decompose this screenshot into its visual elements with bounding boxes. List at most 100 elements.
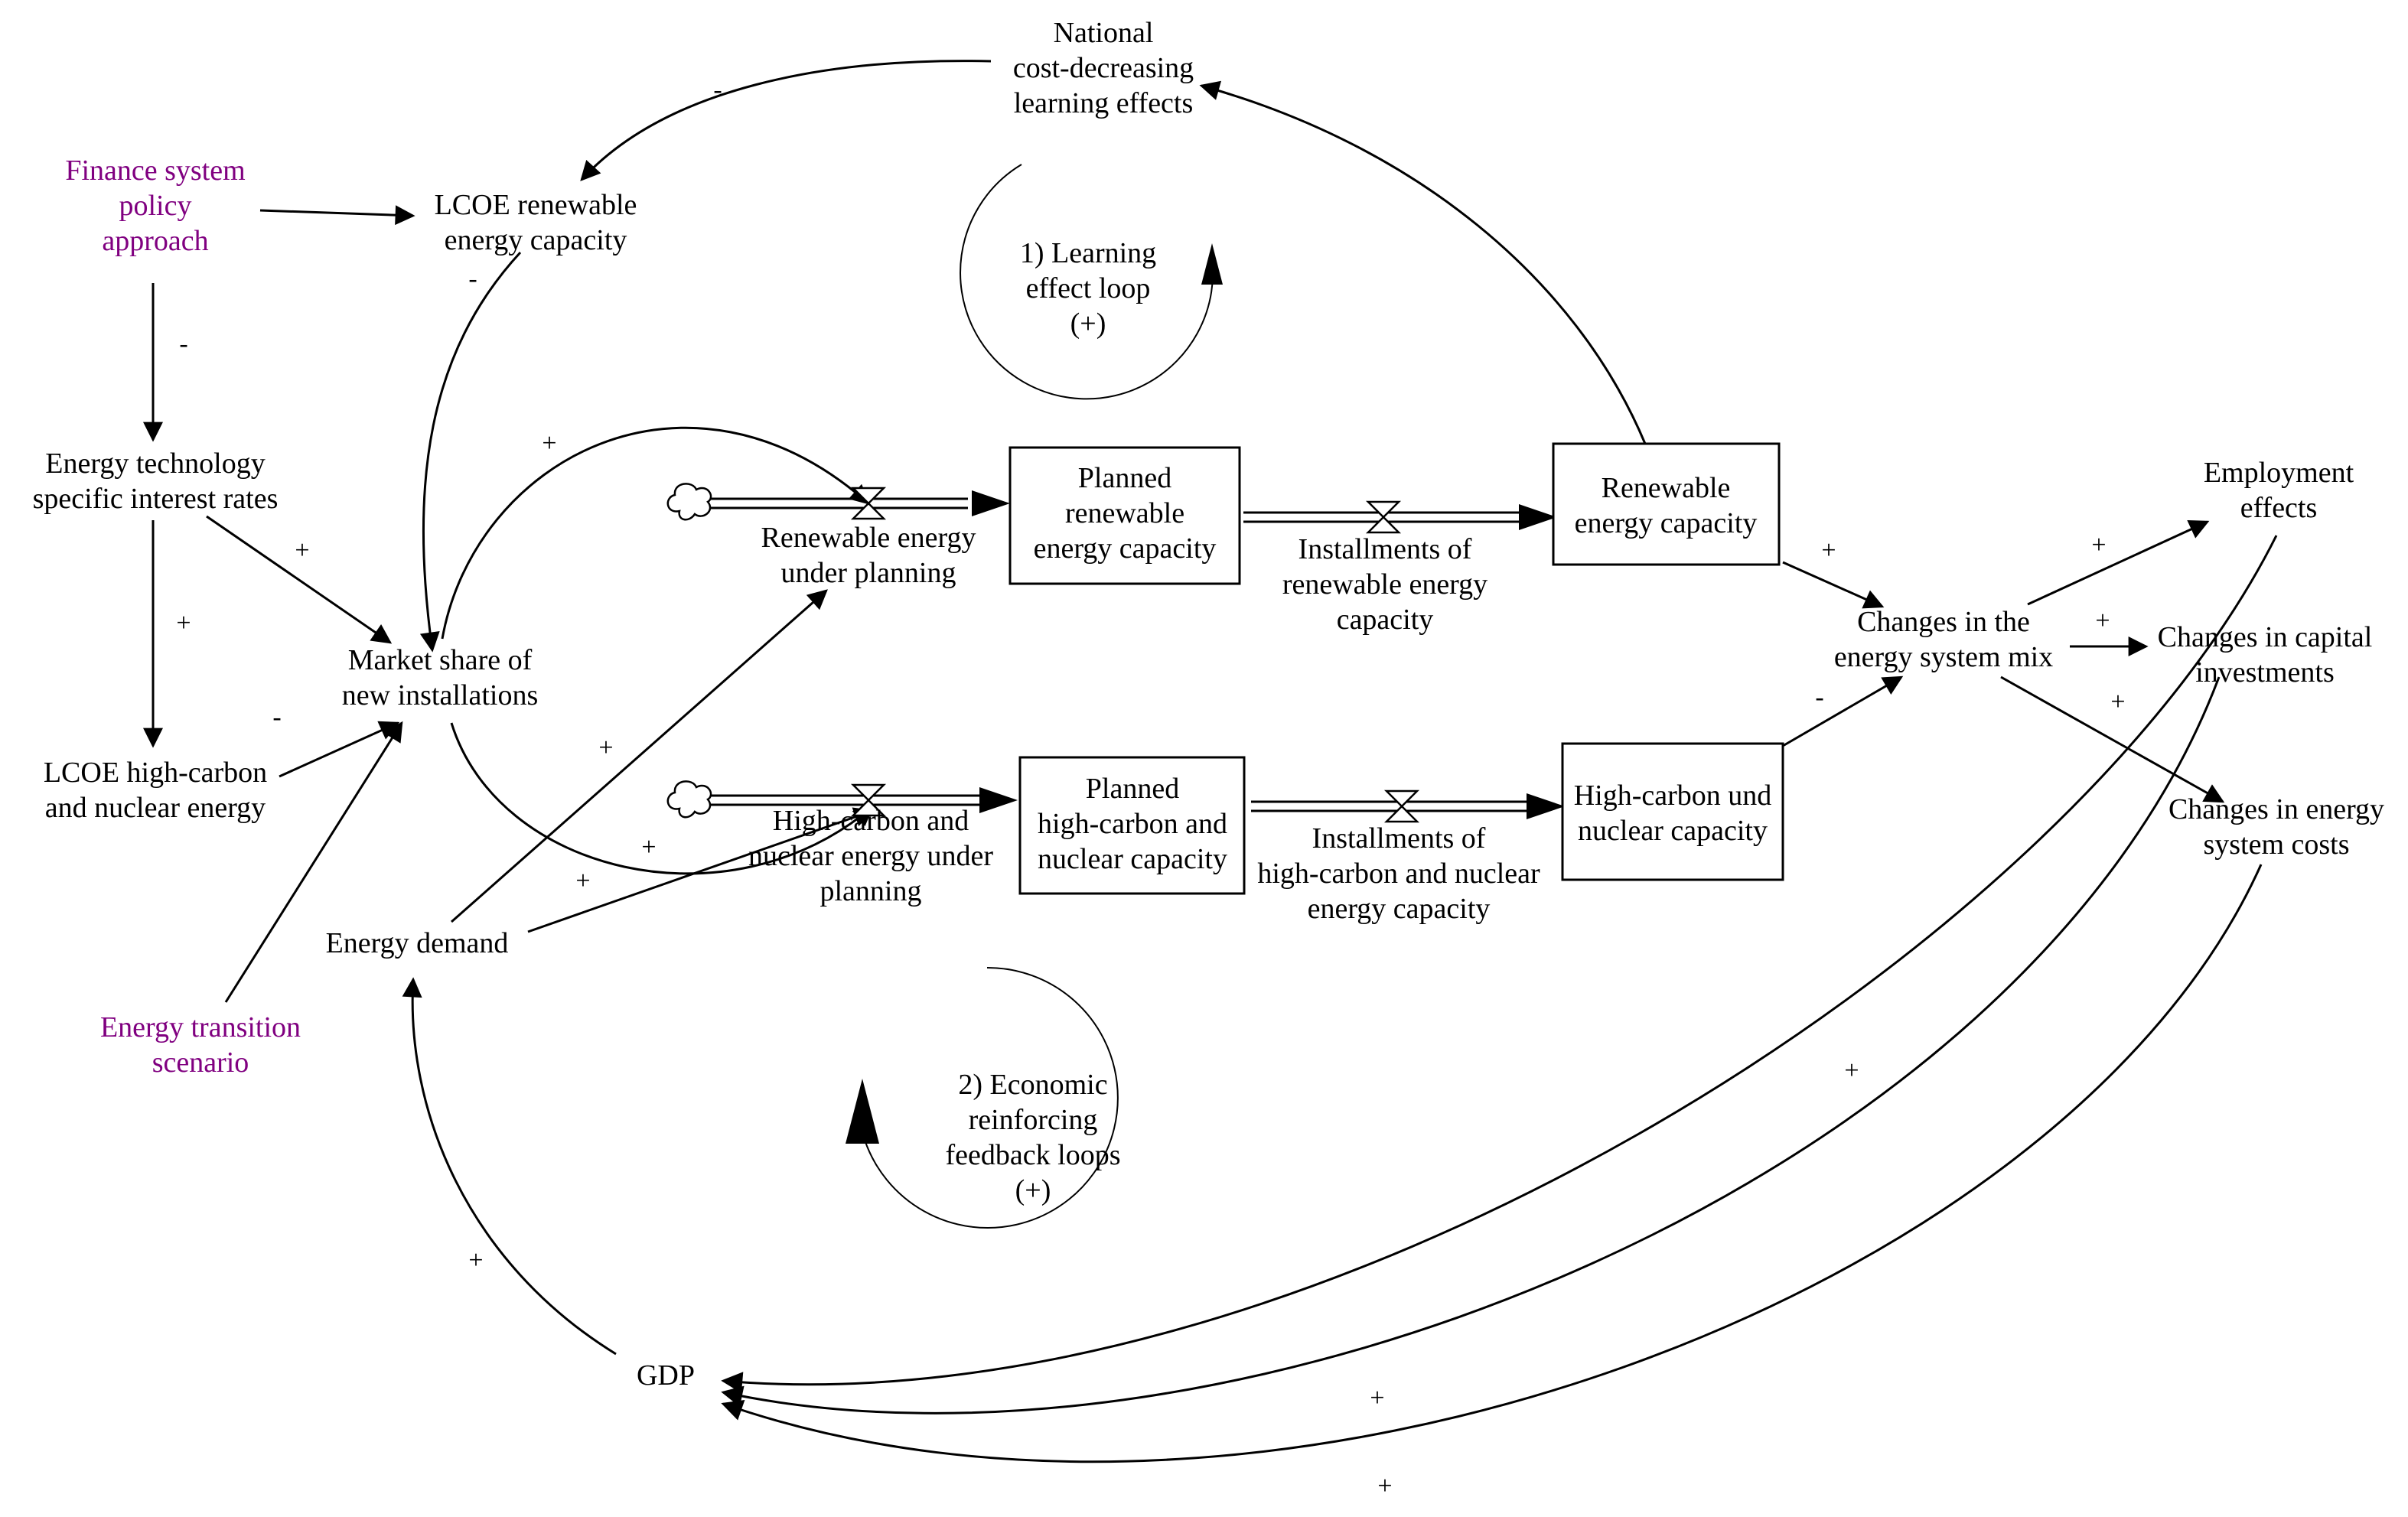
market-share-label-line: new installations <box>342 679 538 711</box>
installments-highcarbon-label-line: high-carbon and nuclear <box>1257 858 1540 890</box>
link-lcoe-renewable-to-market-share <box>419 251 522 653</box>
link-highcarbon-capacity-to-mix <box>1782 675 1904 747</box>
link-renewable-capacity-to-mix <box>1782 561 1885 609</box>
planned-renewable-text-line: Planned <box>1078 462 1171 494</box>
link-costs-to-gdp <box>721 864 2263 1463</box>
system-costs-label-line: Changes in energy <box>2169 793 2384 825</box>
finance-policy-label-line: policy <box>119 190 192 222</box>
lcoe-highcarbon-label-line: LCOE high-carbon <box>44 757 267 789</box>
capital-investments-label-line: Changes in capital <box>2158 621 2373 653</box>
polarity-sign-interest-to-lcoe-hc: + <box>176 609 191 637</box>
highcarbon-under-planning-label-line: nuclear energy under <box>748 840 993 872</box>
renewable-under-planning-label-line: Renewable energy <box>761 522 976 554</box>
national-learning-label-line: cost-decreasing <box>1013 52 1194 84</box>
renewable-install-pipe <box>1243 504 1557 530</box>
national-learning-label-line: learning effects <box>1014 87 1194 119</box>
polarity-sign-gdp-to-demand: + <box>468 1246 483 1274</box>
installments-renewable-label-line: Installments of <box>1298 533 1472 565</box>
polarity-sign-mix-to-capital: + <box>2095 607 2110 635</box>
transition-scenario-label-line: Energy transition <box>100 1011 301 1043</box>
renewable-flow-pipe <box>710 490 1010 516</box>
energy-demand-label: Energy demand <box>326 927 509 959</box>
finance-policy-label-line: Finance system <box>65 155 245 187</box>
learning-loop-label-line: 1) Learning <box>1020 237 1156 269</box>
renewable-capacity-text-line: Renewable <box>1602 472 1731 504</box>
economic-loop-label-line: (+) <box>1015 1174 1051 1206</box>
polarity-sign-mix-to-costs: + <box>2110 688 2125 716</box>
highcarbon-capacity-box[interactable] <box>1561 742 1784 881</box>
renewable-install-valve-icon <box>1365 500 1402 534</box>
installments-highcarbon-label-line: Installments of <box>1312 822 1486 855</box>
planned-highcarbon-text-line: Planned <box>1086 773 1179 805</box>
changes-mix-label-line: Changes in the <box>1857 606 2030 638</box>
planned-renewable-box[interactable] <box>1008 446 1241 585</box>
capital-investments-label-line: investments <box>2195 656 2335 689</box>
lcoe-renewable-label-line: LCOE renewable <box>435 189 637 221</box>
economic-loop-label-line: reinforcing <box>969 1104 1098 1136</box>
market-share-label-line: Market share of <box>348 644 533 676</box>
polarity-sign-highcarbon-to-mix: - <box>1815 683 1823 711</box>
planned-highcarbon-box[interactable] <box>1018 756 1246 895</box>
link-market-share-to-highcarbon-planning <box>450 722 874 875</box>
national-learning-label-line: National <box>1054 17 1154 49</box>
highcarbon-install-valve-icon <box>1383 789 1420 823</box>
link-mix-to-employment <box>2027 519 2210 606</box>
link-capital-to-gdp <box>721 676 2221 1414</box>
link-demand-to-highcarbon-planning <box>527 807 875 933</box>
changes-mix-label-line: energy system mix <box>1834 641 2053 673</box>
installments-renewable-label-line: capacity <box>1337 604 1434 636</box>
link-gdp-to-demand <box>402 977 617 1356</box>
polarity-sign-lcoe-to-market: - <box>468 265 477 293</box>
renewable-source-cloud-icon <box>666 483 712 521</box>
link-mix-to-costs <box>2000 675 2225 803</box>
planned-renewable-text-line: energy capacity <box>1034 532 1217 565</box>
planned-renewable-text-line: renewable <box>1065 497 1184 529</box>
highcarbon-flow-pipe <box>710 787 1018 813</box>
planned-highcarbon-text-line: high-carbon and <box>1038 808 1227 840</box>
learning-loop-indicator <box>960 164 1223 400</box>
polarity-sign-capital-to-gdp: + <box>1370 1384 1384 1412</box>
polarity-sign-demand-to-highcarbon: + <box>575 867 590 895</box>
transition-scenario-label-line: scenario <box>152 1047 249 1079</box>
link-finance-to-lcoe-renewable <box>259 205 415 226</box>
polarity-sign-costs-to-gdp: + <box>1377 1472 1392 1500</box>
employment-label-line: effects <box>2240 492 2318 524</box>
highcarbon-planning-valve-icon <box>850 783 887 817</box>
gdp-label: GDP <box>637 1359 695 1392</box>
renewable-capacity-box[interactable] <box>1552 442 1781 566</box>
polarity-sign-lcoe-hc-to-market: - <box>272 703 281 731</box>
renewable-under-planning-label-line: under planning <box>780 557 956 589</box>
interest-rates-label-line: specific interest rates <box>33 483 279 515</box>
system-costs-label-line: system costs <box>2203 828 2349 861</box>
installments-renewable-label-line: renewable energy <box>1282 568 1487 601</box>
learning-loop-label-line: (+) <box>1070 308 1106 340</box>
economic-loop-label-line: feedback loops <box>946 1139 1121 1171</box>
highcarbon-capacity-text-line: High-carbon und <box>1574 780 1772 812</box>
link-learning-to-lcoe-renewable <box>580 60 992 181</box>
link-market-share-to-renewable-planning <box>441 426 870 640</box>
renewable-capacity-text-line: energy capacity <box>1575 507 1758 539</box>
link-employment-to-gdp <box>721 535 2278 1394</box>
link-interest-to-market-share <box>206 515 393 644</box>
planned-highcarbon-text-line: nuclear capacity <box>1038 843 1227 875</box>
